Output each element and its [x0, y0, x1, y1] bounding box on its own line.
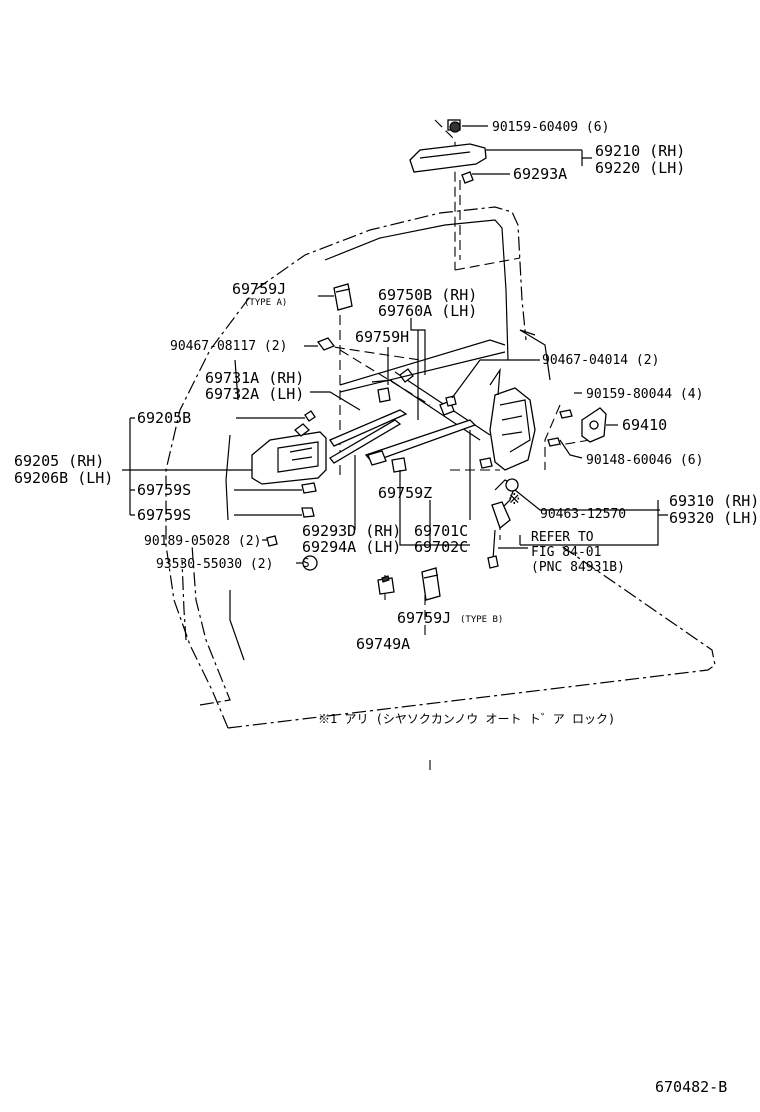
label-69320: 69320 (LH): [669, 509, 759, 527]
door-lock-assembly: [479, 367, 536, 569]
label-69759j-b: 69759J: [397, 609, 451, 627]
inside-handle: [251, 410, 327, 485]
label-69759j-a: 69759J: [232, 280, 286, 298]
label-69702c: 69702C: [414, 538, 468, 556]
lock-cover-type-a: [333, 283, 353, 311]
label-pnc: (PNC 84931B): [531, 560, 625, 575]
outside-handle: [409, 119, 487, 184]
label-69750b: 69750B (RH): [378, 286, 477, 304]
label-refer-to: REFER TO: [531, 530, 594, 545]
label-circle-s: S: [302, 556, 309, 570]
footnote-auto-door-lock: ※1 アリ (シヤソクカンノウ オート ト゛ア ロック): [318, 712, 615, 726]
label-90463-12570: 90463-12570: [540, 507, 626, 522]
clips-69759s: [301, 482, 317, 518]
screws-lock: [445, 395, 561, 447]
label-69205: 69205 (RH): [14, 452, 104, 470]
label-69220: 69220 (LH): [595, 159, 685, 177]
label-69410: 69410: [622, 416, 667, 434]
label-90159-60409: 90159-60409 (6): [492, 120, 609, 135]
label-fig: FIG 84-01: [531, 545, 601, 560]
label-90159-80044: 90159-80044 (4): [586, 387, 703, 402]
clip-69759z: [367, 450, 407, 473]
label-type-b: (TYPE B): [460, 615, 503, 625]
leader-lines: [122, 125, 668, 564]
label-69701c: 69701C: [414, 522, 468, 540]
diagram-id: 670482-B: [655, 1078, 727, 1096]
label-69293d: 69293D (RH): [302, 522, 401, 540]
label-93530-55030: 93530-55030 (2): [156, 557, 273, 572]
label-69210: 69210 (RH): [595, 142, 685, 160]
label-69293a: 69293A: [513, 165, 567, 183]
grommet-69749a: [377, 575, 395, 595]
assembly-guides: [319, 119, 591, 770]
label-90189-05028: 90189-05028 (2): [144, 534, 261, 549]
label-69205b: 69205B: [137, 409, 191, 427]
label-69749a: 69749A: [356, 635, 410, 653]
striker-69410: [559, 407, 607, 443]
label-69294a: 69294A (LH): [302, 538, 401, 556]
label-asterisk: ※: [508, 490, 521, 508]
door-outline: [165, 206, 716, 729]
label-90467-04014: 90467-04014 (2): [542, 353, 659, 368]
clip-90467-08117: [316, 337, 336, 351]
label-90467-08117: 90467-08117 (2): [170, 339, 287, 354]
screw-90189: [266, 535, 278, 547]
label-type-a: (TYPE A): [244, 298, 287, 308]
lock-cover-type-b: [421, 567, 441, 601]
label-69732a: 69732A (LH): [205, 385, 304, 403]
label-69731a: 69731A (RH): [205, 369, 304, 387]
label-69759s-2: 69759S: [137, 506, 191, 524]
label-69206b: 69206B (LH): [14, 469, 113, 487]
control-rods: [329, 339, 506, 464]
label-90148-60046: 90148-60046 (6): [586, 453, 703, 468]
label-69759h: 69759H: [355, 328, 409, 346]
label-69759s-1: 69759S: [137, 481, 191, 499]
label-69759z: 69759Z: [378, 484, 432, 502]
label-69310: 69310 (RH): [669, 492, 759, 510]
label-69760a: 69760A (LH): [378, 302, 477, 320]
callout-labels: 90159-60409 (6) 69210 (RH) 69220 (LH) 69…: [14, 120, 759, 1096]
